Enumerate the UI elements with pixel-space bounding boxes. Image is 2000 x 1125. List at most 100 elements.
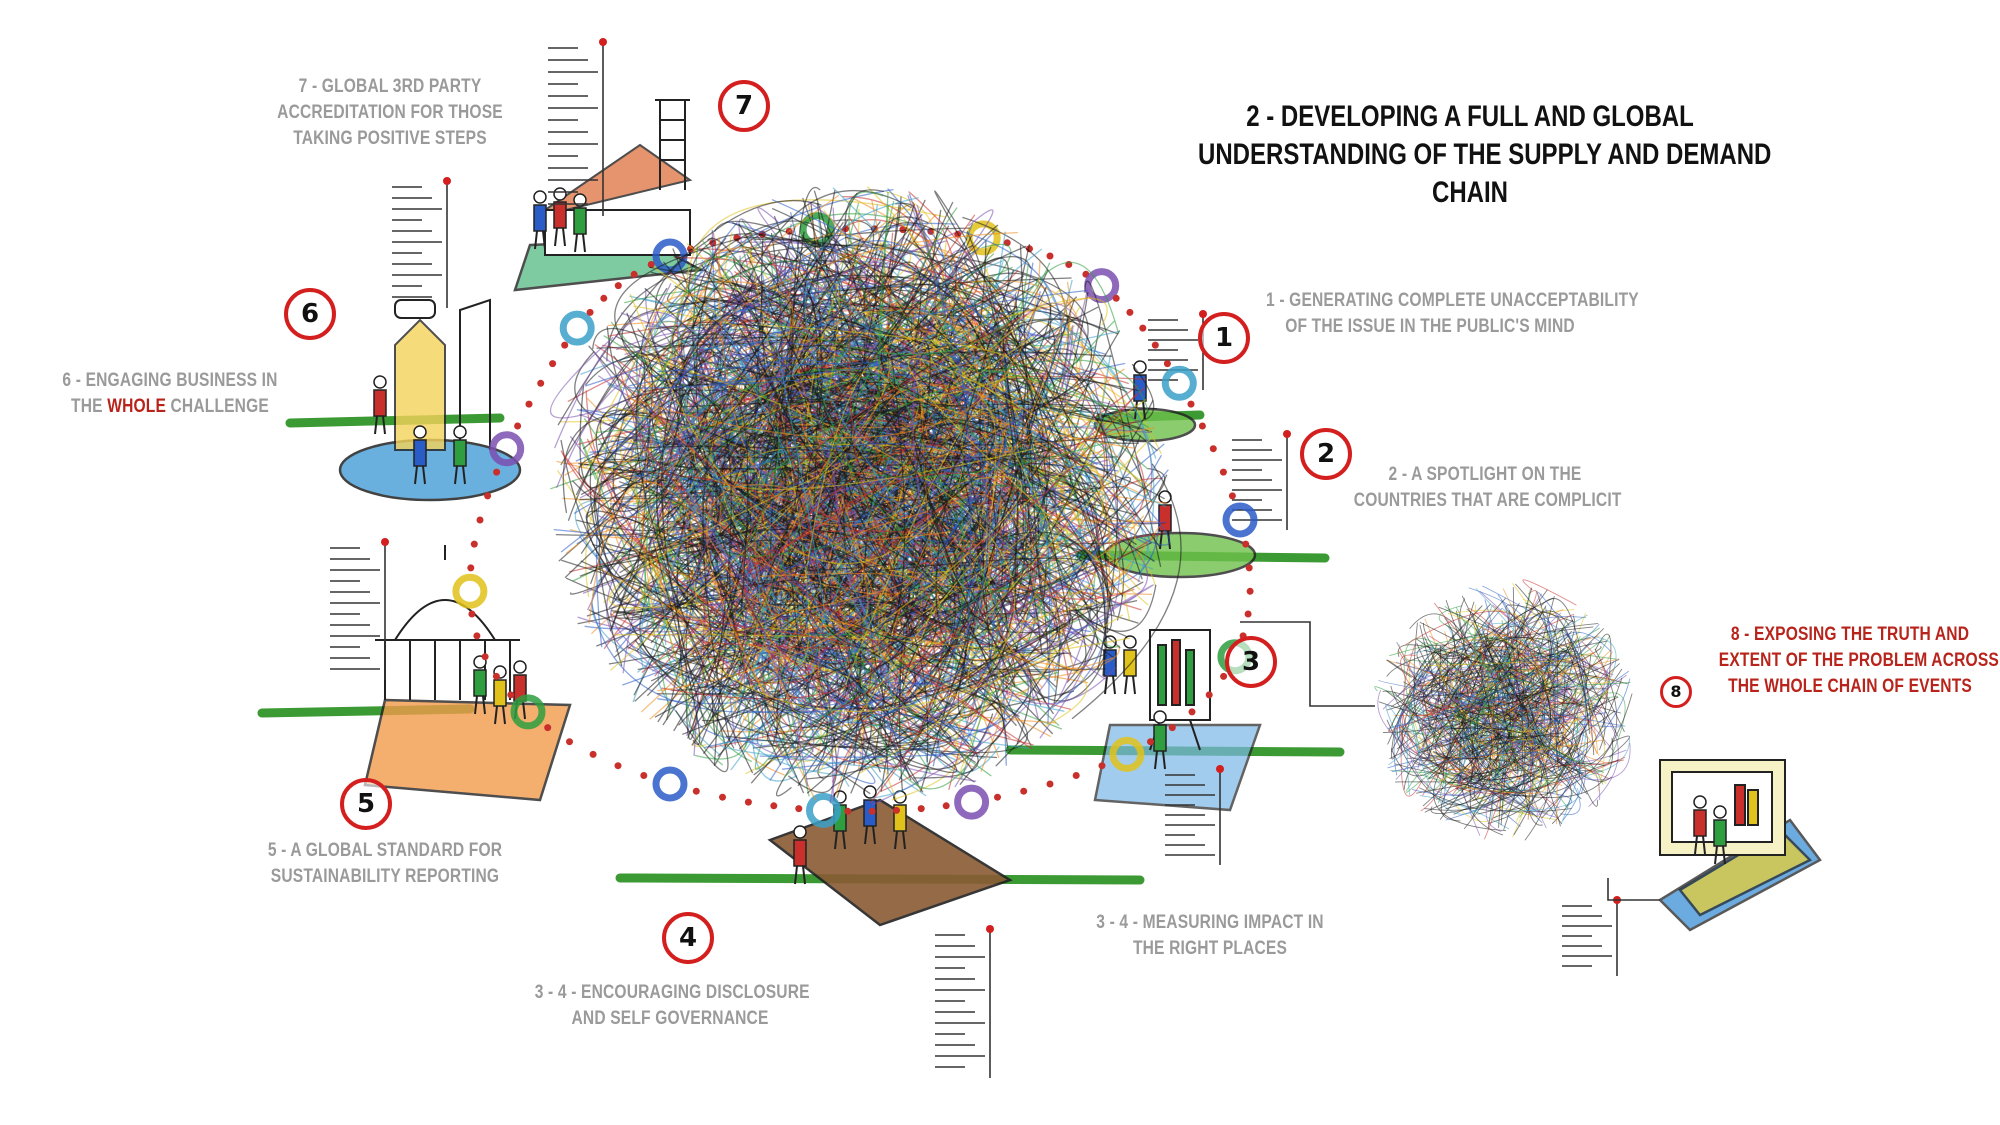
ring-dot [1046, 780, 1054, 788]
person-legs [494, 705, 506, 725]
tangle-strand [582, 283, 1076, 450]
person-head [533, 190, 547, 204]
ring-dot [1246, 587, 1254, 595]
link-3-to-8 [1240, 621, 1375, 707]
tangle-strand [598, 526, 709, 622]
person-head [1153, 710, 1167, 724]
step-number-6: 6 [284, 288, 336, 340]
tangle-strand [1532, 726, 1625, 767]
label-6-line-1: 6 - ENGAGING BUSINESS IN [62, 370, 278, 391]
tangle-strand [842, 608, 966, 790]
tangle-strand [900, 509, 988, 749]
label-step-6: 6 - ENGAGING BUSINESS IN THE WHOLE CHALL… [55, 368, 285, 420]
tangle-strand [586, 450, 750, 739]
label-step-7: 7 - GLOBAL 3RD PARTY ACCREDITATION FOR T… [275, 74, 505, 152]
ring-dot [692, 787, 700, 795]
tangle-strand [1391, 643, 1438, 760]
tangle-strand [627, 373, 852, 389]
tangle-strand [1466, 743, 1494, 801]
tangle-strand [852, 510, 951, 541]
ring-dot [1151, 341, 1159, 349]
tangle-strand [629, 293, 940, 565]
person-legs [1694, 835, 1706, 855]
tangle-strand [1395, 781, 1527, 819]
label-step-2: 2 - A SPOTLIGHT ON THE COUNTRIES THAT AR… [1354, 462, 1622, 514]
tangle-strand [674, 257, 1008, 698]
tangle-strand [831, 629, 1004, 782]
tangle-strand [1506, 663, 1546, 780]
tangle-strand [1487, 684, 1536, 783]
ring-dot [1209, 445, 1217, 453]
tangle-strand [746, 254, 952, 478]
tangle-strand [764, 262, 1051, 356]
ring-dot [630, 270, 638, 278]
ring-dot [954, 784, 990, 820]
ring-dot [586, 308, 594, 316]
person-body [493, 679, 507, 707]
building-7 [544, 99, 693, 256]
person-legs [1714, 845, 1726, 865]
person-body [1153, 724, 1167, 752]
tangle-strand [1491, 700, 1553, 779]
tangle-strand [554, 311, 729, 449]
tangle-strand [805, 456, 1002, 664]
person-head [373, 375, 387, 389]
ring-dot [652, 766, 688, 802]
tangle-strand [576, 443, 1096, 555]
ring-dot [1219, 468, 1227, 476]
label-7-line-3: TAKING POSITIVE STEPS [293, 128, 487, 149]
tangle-strand [854, 221, 965, 693]
tangle-strand [1438, 605, 1617, 660]
tangle-strand [609, 415, 895, 708]
tangle-strand [880, 652, 938, 744]
tangle-strand [1473, 623, 1631, 686]
diagram-title: 2 - DEVELOPING A FULL AND GLOBAL UNDERST… [1198, 98, 1771, 212]
tangle-strand [1386, 626, 1594, 677]
tangle-strand [661, 274, 904, 724]
tangle-strand [695, 253, 1004, 706]
tangle-strand [677, 237, 1005, 350]
tangle-strand [1412, 643, 1505, 796]
ring-dot [994, 793, 1001, 801]
title-line-3: CHAIN [1432, 176, 1508, 209]
person-legs [574, 233, 586, 253]
ring-dot [719, 793, 726, 801]
tangle-strand [742, 313, 1028, 755]
person-body [573, 207, 587, 235]
tangle-strand [671, 530, 737, 691]
tangle-strand [726, 685, 889, 759]
tangle-strand [1433, 748, 1507, 832]
label-6-line-2-pre: THE [71, 396, 108, 417]
label-5-line-1: 5 - A GLOBAL STANDARD FOR [267, 840, 503, 861]
ring-dot [1139, 324, 1147, 332]
tangle-strand [609, 394, 749, 632]
label-step-1: 1 - GENERATING COMPLETE UNACCEPTABILITY … [1266, 288, 1639, 340]
person-head [863, 785, 877, 799]
tangle-strand [1093, 382, 1121, 625]
tangle-strand [1399, 693, 1569, 753]
tangle-strand [1419, 621, 1582, 707]
tangle-strand [957, 299, 1075, 719]
building-6 [394, 298, 491, 451]
ring-dot [559, 310, 595, 346]
tangle-strand [1397, 650, 1445, 812]
tangle-strand [1479, 637, 1544, 748]
tangle-strand [1397, 644, 1603, 715]
ring-dot [481, 653, 489, 661]
tangle-strand [1456, 613, 1580, 704]
ring-dot [844, 807, 852, 815]
tangle-strand [1400, 654, 1506, 796]
label-step-4: 3 - 4 - ENCOURAGING DISCLOSURE AND SELF … [535, 980, 810, 1032]
tangle-strand [612, 633, 1088, 727]
tangle-strand [848, 191, 1012, 634]
label-6-highlight: WHOLE [107, 396, 167, 417]
label-6-line-2: THE WHOLE CHALLENGE [55, 394, 285, 420]
tangle-strand [848, 489, 1008, 765]
tangle-strand [582, 275, 685, 469]
tangle-strand [1437, 656, 1582, 733]
label-5-line-2: SUSTAINABILITY REPORTING [270, 866, 500, 887]
ring-dot [1228, 492, 1236, 500]
link-8-bracket [1607, 878, 1660, 901]
tangle-strand [743, 718, 876, 785]
tangle-strand [1418, 682, 1548, 754]
